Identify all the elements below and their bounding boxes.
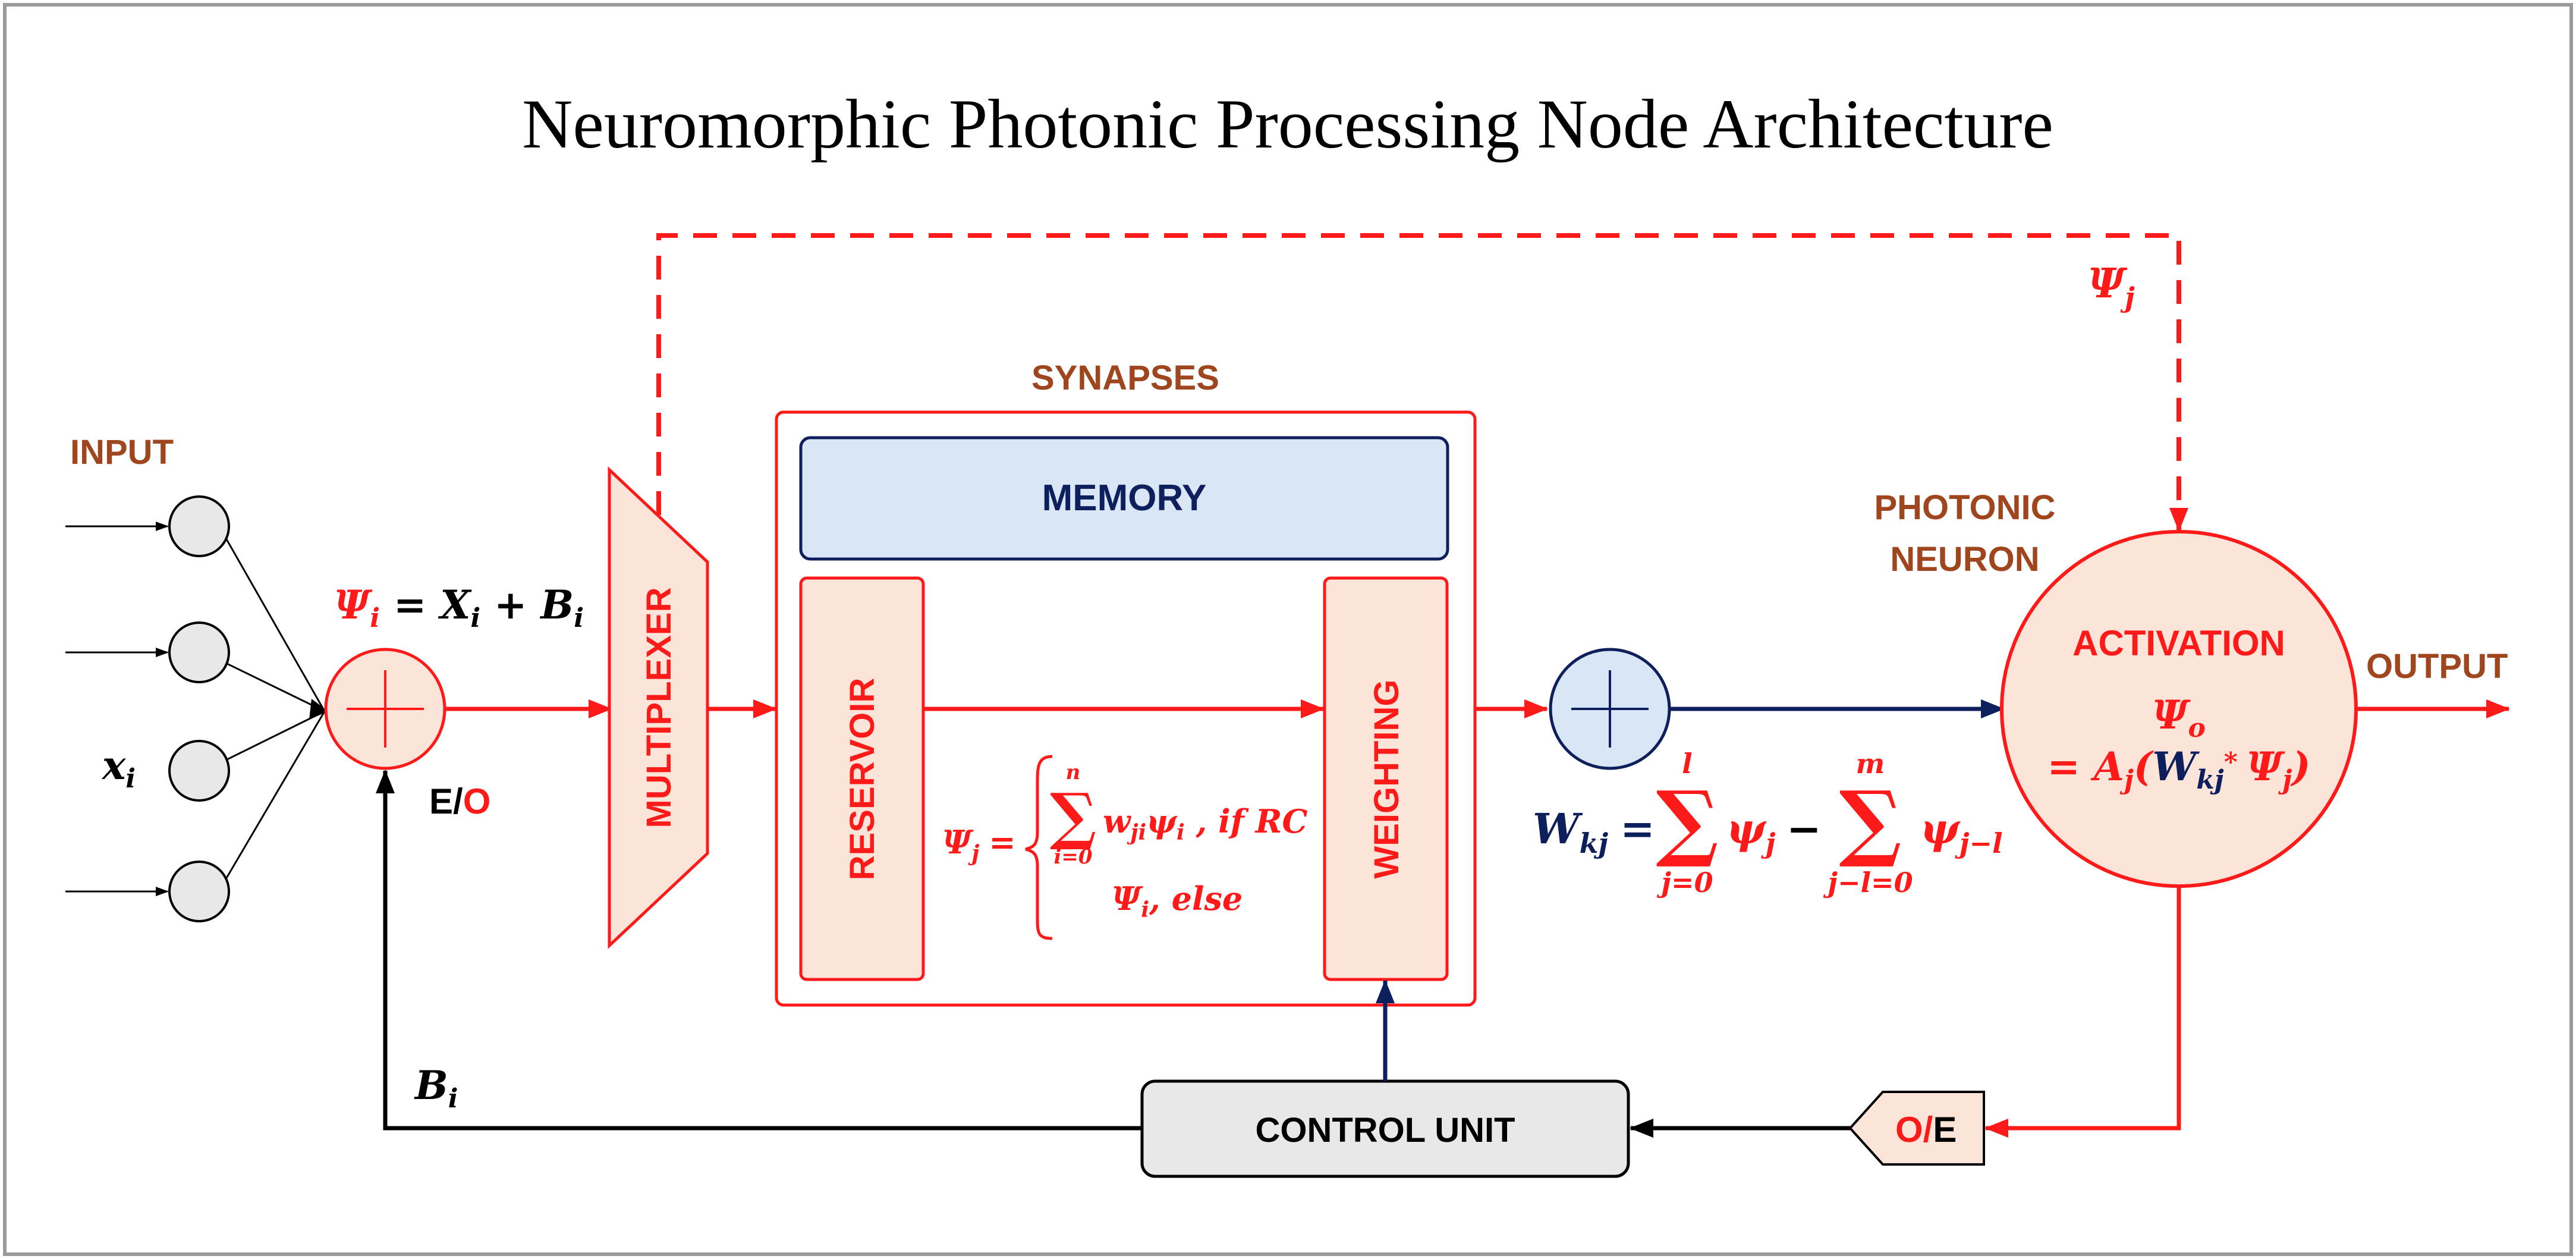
svg-text:i=0: i=0	[1053, 845, 1092, 869]
reservoir-block	[799, 576, 925, 981]
svg-text:∑: ∑	[1839, 773, 1901, 871]
control-unit-label: CONTROL UNIT	[1255, 1111, 1515, 1150]
converge-line-4	[225, 711, 326, 880]
reservoir-label: RESERVOIR	[843, 678, 882, 881]
activation-psi-o: Ψo	[2152, 692, 2206, 743]
svg-text:j=0: j=0	[1656, 866, 1713, 899]
photonic-neuron-label-line2: NEURON	[1890, 540, 2039, 579]
diagram-title: Neuromorphic Photonic Processing Node Ar…	[522, 85, 2053, 163]
svg-text:m: m	[1856, 748, 1885, 780]
activation-label: ACTIVATION	[2072, 623, 2285, 663]
input-node-2	[168, 621, 230, 683]
memory-label: MEMORY	[1042, 478, 1207, 519]
memory-block	[799, 436, 1449, 561]
svg-text:wjiψi , if RC: wjiψi , if RC	[1103, 802, 1308, 845]
bias-feedback-arrow	[376, 770, 1142, 1131]
svg-text:l: l	[1682, 748, 1692, 780]
svg-text:−: −	[1786, 804, 1822, 853]
synapses-label: SYNAPSES	[1031, 359, 1219, 397]
svg-text:∑: ∑	[1656, 773, 1718, 871]
activation-function-eq: = Aj(Wkj* Ψj)	[2047, 743, 2311, 795]
converge-line-3	[225, 710, 325, 761]
input-node-3	[168, 740, 230, 802]
weighting-label: WEIGHTING	[1367, 679, 1406, 878]
output-label: OUTPUT	[2366, 647, 2508, 686]
bi-label: Bi	[414, 1062, 458, 1114]
oe-converter-block	[1848, 1091, 1985, 1166]
svg-text:n: n	[1066, 761, 1081, 784]
activation-to-oe-arrow	[1984, 886, 2181, 1138]
multiplexer-block	[608, 466, 709, 949]
svg-text:j−l=0: j−l=0	[1823, 866, 1913, 899]
reservoir-equation: Ψj= n ∑ i=0 wjiψi , if RC Ψi, else	[942, 755, 1308, 940]
photonic-neuron-label-line1: PHOTONIC	[1874, 488, 2055, 527]
converge-line-1	[225, 538, 326, 712]
input-label: INPUT	[70, 433, 174, 472]
converge-line-2	[225, 662, 325, 712]
svg-text:∑: ∑	[1050, 779, 1096, 852]
reservoir-equation-brace	[1025, 755, 1053, 940]
wkj-equation: Wkj= l ∑ j=0 ψj − m ∑ j−l=0 ψj−l	[1533, 748, 2003, 899]
converge-arrowhead	[309, 699, 328, 720]
svg-text:Ψj=: Ψj=	[942, 823, 1016, 866]
svg-text:Wkj=: Wkj=	[1533, 804, 1655, 859]
input-node-1	[168, 495, 230, 557]
xi-label: xi	[101, 742, 136, 794]
eo-converter-label: E/O	[429, 781, 490, 821]
oe-converter-label: O/E	[1895, 1110, 1957, 1150]
multiplexer-label: MULTIPLEXER	[640, 588, 678, 828]
psi-i-equation: Ψi = Xi + Bi	[334, 582, 584, 633]
svg-text:Ψi, else: Ψi, else	[1112, 880, 1243, 922]
input-node-4	[168, 861, 230, 922]
psi-j-dashed-feedforward	[656, 233, 2188, 532]
svg-text:ψj−l: ψj−l	[1920, 804, 2003, 859]
psi-j-top-label: Ψj	[2088, 260, 2135, 313]
